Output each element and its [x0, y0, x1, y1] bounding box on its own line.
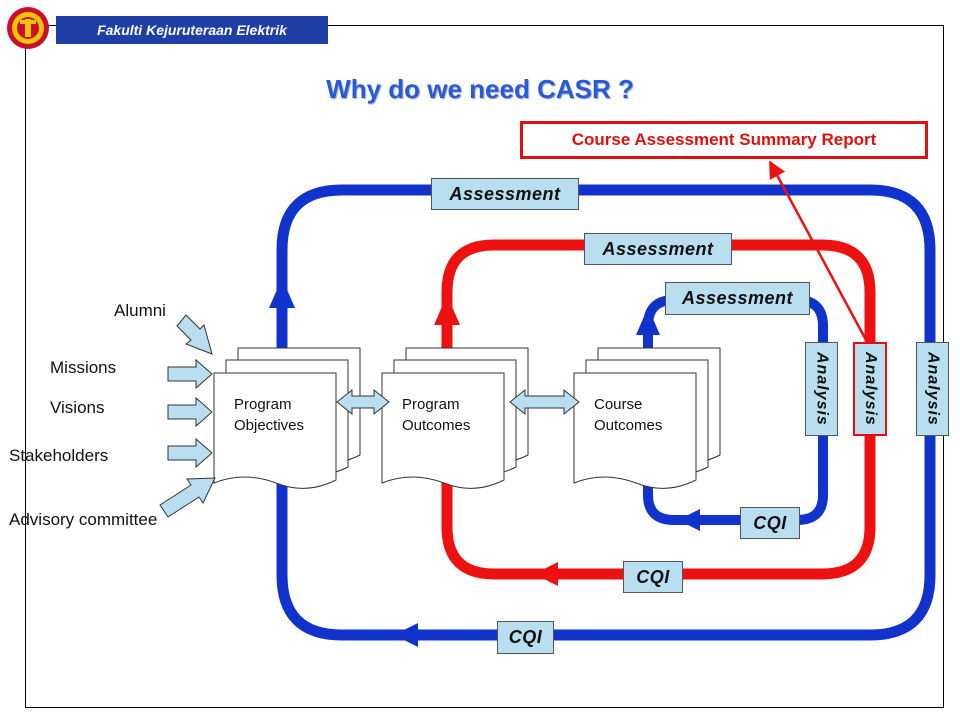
inner-up-arrow — [636, 307, 660, 335]
outcomes-course-connector — [509, 388, 580, 416]
program-outcomes-label: Program Outcomes — [402, 394, 470, 436]
program-objectives-line1: Program — [234, 396, 292, 413]
program-objectives-stack — [213, 347, 361, 489]
middle-assessment-tag: Assessment — [584, 233, 732, 265]
outer-cqi-tag: CQI — [497, 621, 554, 654]
faculty-banner: Fakulti Kejuruteraan Elektrik — [56, 16, 328, 44]
course-outcomes-label: Course Outcomes — [594, 394, 662, 436]
middle-cqi-tag: CQI — [623, 561, 683, 593]
input-missions: Missions — [50, 358, 117, 377]
input-advisory-committee: Advisory committee — [9, 510, 158, 529]
outer-analysis-tag: Analysis — [916, 342, 949, 436]
outer-cqi-arrow — [394, 623, 418, 647]
outer-up-arrow — [269, 278, 295, 308]
inner-analysis-tag: Analysis — [805, 342, 838, 436]
input-arrows — [159, 314, 216, 518]
course-outcomes-line1: Course — [594, 396, 643, 413]
program-outcomes-stack — [381, 347, 529, 489]
inner-cqi-tag: CQI — [740, 507, 800, 539]
middle-up-arrow — [434, 295, 460, 325]
course-outcomes-stack — [573, 347, 721, 489]
course-assessment-summary-report: Course Assessment Summary Report — [520, 121, 928, 159]
input-visions: Visions — [50, 398, 105, 417]
input-alumni: Alumni — [114, 301, 166, 320]
program-objectives-label: Program Objectives — [234, 394, 304, 436]
course-outcomes-line2: Outcomes — [594, 417, 663, 434]
middle-cqi-arrow — [534, 562, 558, 586]
objectives-outcomes-connector — [336, 388, 390, 416]
program-objectives-line2: Objectives — [234, 417, 305, 434]
outer-assessment-tag: Assessment — [431, 178, 579, 210]
input-stakeholders: Stakeholders — [9, 446, 109, 465]
program-outcomes-line1: Program — [402, 396, 460, 413]
slide-title: Why do we need CASR ? — [326, 74, 634, 104]
inner-cqi-arrow — [678, 509, 700, 531]
middle-analysis-tag: Analysis — [853, 342, 887, 436]
university-logo-icon — [7, 7, 49, 49]
program-outcomes-line2: Outcomes — [402, 417, 471, 434]
inner-assessment-tag: Assessment — [665, 282, 810, 315]
report-arrow — [768, 160, 868, 341]
